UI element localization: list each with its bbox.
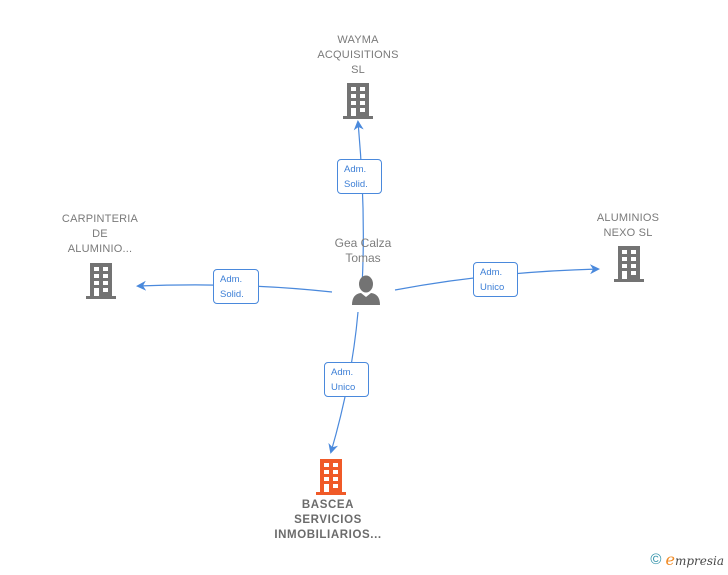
brand-initial: e xyxy=(665,550,675,569)
edge-label-aluminios: Adm. Unico xyxy=(473,262,518,297)
edge-label-bascea: Adm. Unico xyxy=(324,362,369,397)
building-icon-bascea[interactable] xyxy=(315,459,347,495)
company-label-carpinteria[interactable]: CARPINTERIA DE ALUMINIO... xyxy=(61,213,139,255)
copyright-footer: © empresia xyxy=(650,550,724,569)
building-icon-carpinteria[interactable] xyxy=(85,263,117,299)
building-icon-wayma[interactable] xyxy=(342,83,374,119)
edge-line-wayma xyxy=(353,120,364,288)
building-icon-aluminios[interactable] xyxy=(613,246,645,282)
person-icon[interactable] xyxy=(350,274,382,306)
edge-label-wayma: Adm. Solid. xyxy=(337,159,382,194)
copyright-icon: © xyxy=(650,551,662,568)
company-label-aluminios[interactable]: ALUMINIOS NEXO SL xyxy=(596,212,660,239)
company-label-bascea[interactable]: BASCEA SERVICIOS INMOBILIARIOS... xyxy=(274,499,382,541)
brand-name: mpresia xyxy=(674,554,724,568)
edge-label-carpinteria: Adm. Solid. xyxy=(213,269,259,304)
empresia-logo[interactable]: empresia xyxy=(665,550,724,569)
company-label-wayma[interactable]: WAYMA ACQUISITIONS SL xyxy=(317,34,399,76)
person-name-label[interactable]: Gea Calza Tomas xyxy=(334,236,392,265)
